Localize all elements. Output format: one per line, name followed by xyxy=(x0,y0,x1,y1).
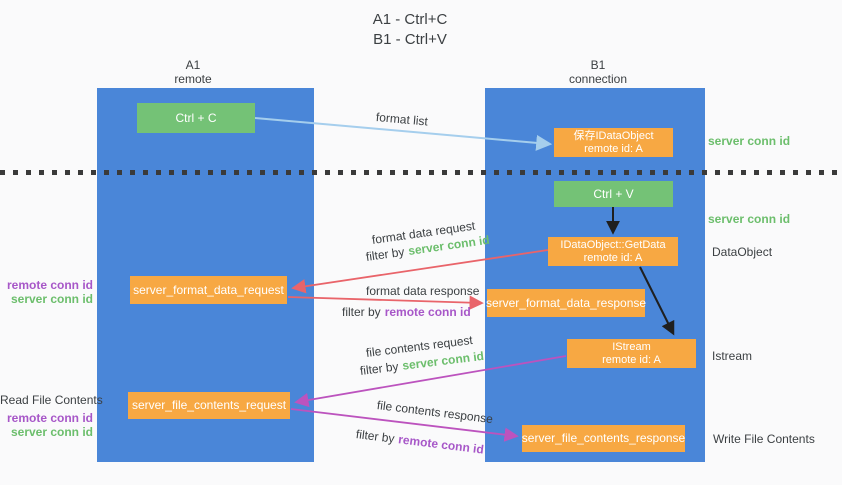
filter-by-text-2: filter by xyxy=(342,305,381,319)
server-format-data-response-label: server_format_data_response xyxy=(485,295,647,310)
ctrl-v-label: Ctrl + V xyxy=(593,186,634,201)
lane-b1-subtitle: connection xyxy=(568,72,628,86)
right-label-write-file-contents: Write File Contents xyxy=(713,432,815,446)
flow-label-format-data-response: format data response xyxy=(366,284,480,298)
left-label-server-conn-id-2: server conn id xyxy=(10,425,93,439)
server-file-contents-response-box: server_file_contents_response xyxy=(522,425,685,452)
remote-conn-id-highlight-1: remote conn id xyxy=(384,305,471,319)
ctrl-c-box: Ctrl + C xyxy=(137,103,255,133)
diagram-title: A1 - Ctrl+C B1 - Ctrl+V xyxy=(300,10,520,50)
getdata-box: IDataObject::GetData remote id: A xyxy=(548,237,678,266)
lane-header-a1: A1 remote xyxy=(133,58,253,86)
right-label-dataobject: DataObject xyxy=(712,245,773,259)
server-file-contents-request-box: server_file_contents_request xyxy=(128,392,290,419)
lane-header-b1: B1 connection xyxy=(538,58,658,86)
left-label-read-file-contents: Read File Contents xyxy=(0,393,103,407)
lane-a1-name: A1 xyxy=(185,58,201,72)
ctrl-c-label: Ctrl + C xyxy=(175,110,217,125)
right-label-server-conn-id-1: server conn id xyxy=(708,134,791,148)
getdata-line2: remote id: A xyxy=(583,251,643,264)
istream-box: IStream remote id: A xyxy=(567,339,696,368)
left-label-server-conn-id-1: server conn id xyxy=(10,292,93,306)
remote-conn-id-highlight-2: remote conn id xyxy=(397,432,485,457)
istream-line2: remote id: A xyxy=(602,353,661,366)
right-label-server-conn-id-2: server conn id xyxy=(708,212,791,226)
server-format-data-request-label: server_format_data_request xyxy=(133,282,284,297)
filter-by-text-4: filter by xyxy=(355,427,396,446)
getdata-line1: IDataObject::GetData xyxy=(560,238,666,251)
istream-line1: IStream xyxy=(612,340,651,353)
server-file-contents-response-label: server_file_contents_response xyxy=(521,431,686,445)
diagram-title-line2: B1 - Ctrl+V xyxy=(373,31,447,48)
server-file-contents-request-label: server_file_contents_request xyxy=(131,398,287,412)
lane-a1-subtitle: remote xyxy=(174,72,212,86)
save-idataobject-line2: remote id: A xyxy=(584,142,643,155)
flow-label-format-list: format list xyxy=(375,110,429,129)
save-idataobject-box: 保存IDataObject remote id: A xyxy=(554,128,673,157)
diagram-title-line1: A1 - Ctrl+C xyxy=(372,11,448,28)
lane-b1-name: B1 xyxy=(590,58,606,72)
left-label-remote-conn-id-2: remote conn id xyxy=(6,411,93,425)
ctrl-v-box: Ctrl + V xyxy=(554,181,673,207)
filter-by-text-1: filter by xyxy=(365,244,406,264)
filter-by-text-3: filter by xyxy=(359,359,400,378)
save-idataobject-line1: 保存IDataObject xyxy=(573,129,654,142)
server-format-data-request-box: server_format_data_request xyxy=(130,276,287,304)
phase-separator-dotted-line xyxy=(0,170,842,175)
flow-label-file-contents-response: file contents response xyxy=(376,398,494,427)
left-label-remote-conn-id-1: remote conn id xyxy=(6,278,93,292)
right-label-istream: Istream xyxy=(712,349,753,363)
server-format-data-response-box: server_format_data_response xyxy=(485,289,647,317)
